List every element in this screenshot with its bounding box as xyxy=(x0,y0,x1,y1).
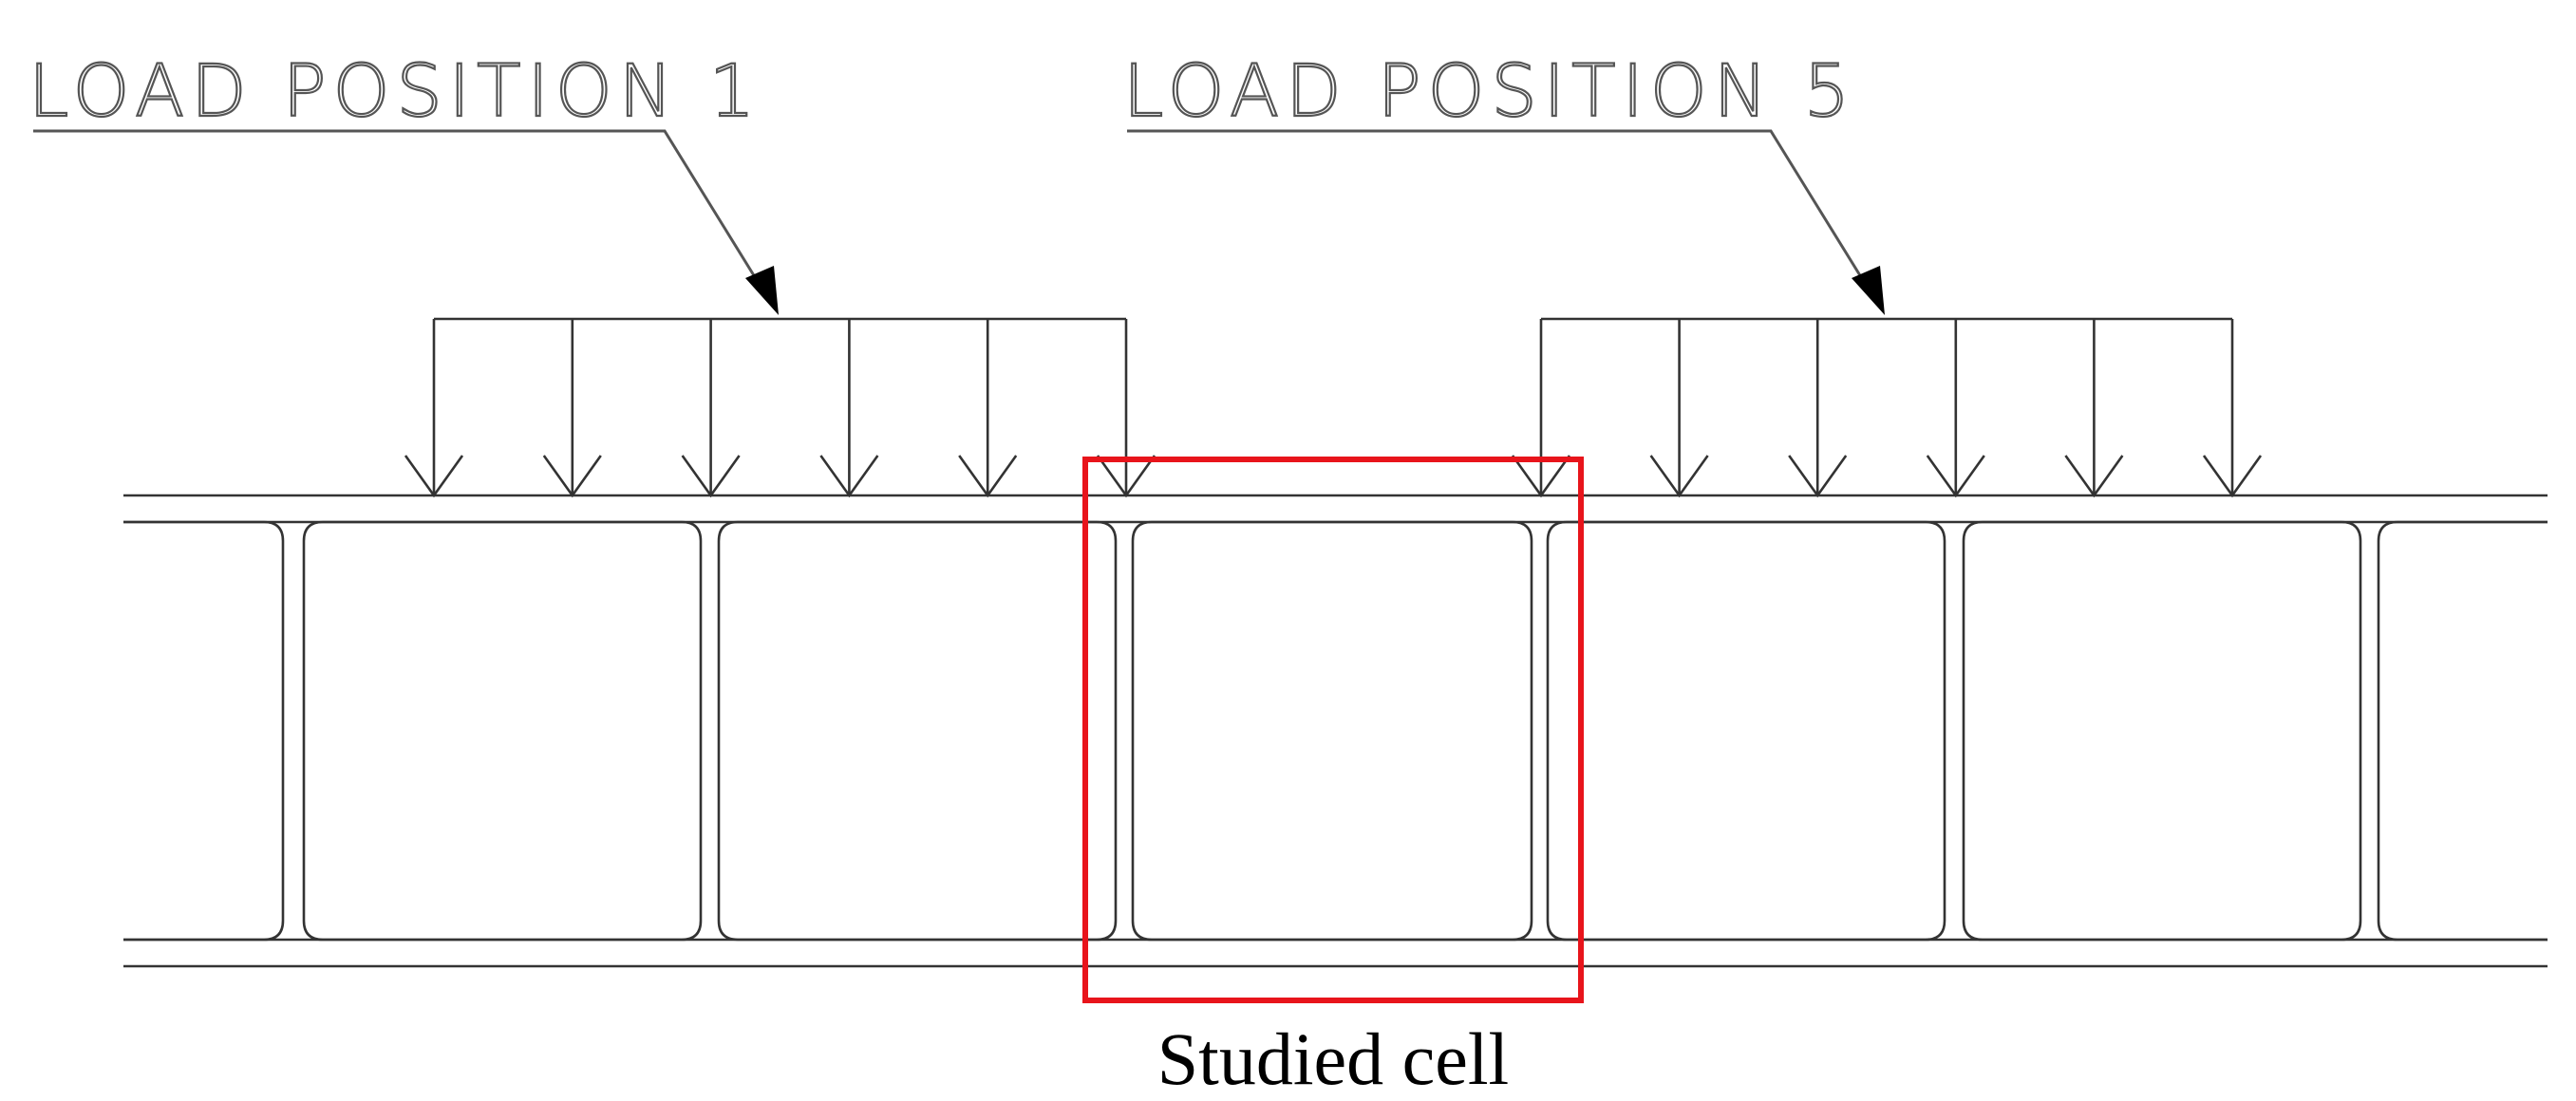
load-position-1-load-arrow xyxy=(1096,319,1156,498)
load-position-1-leader xyxy=(33,129,779,315)
cells xyxy=(123,520,2548,942)
load-position-5-load-arrow xyxy=(1788,319,1848,498)
load-position-5-load-arrow xyxy=(1926,319,1985,498)
cell xyxy=(1546,520,1946,942)
studied-cell-highlight-box xyxy=(1082,457,1584,1003)
load-position-1-load-arrow xyxy=(542,319,602,498)
load-position-5-load-arrow xyxy=(1649,319,1709,498)
load-position-5-load-arrow xyxy=(2202,319,2263,498)
load-position-5-load-arrow xyxy=(1511,319,1571,498)
load-position-1-load-arrow xyxy=(819,319,879,498)
load-position-1-distributed-load xyxy=(404,317,1156,498)
bottom-flange xyxy=(123,938,2548,968)
load-position-5-label: LOAD POSITION 5 xyxy=(1123,48,1856,133)
cell xyxy=(2377,520,2548,942)
load-position-1-load-arrow xyxy=(681,319,741,498)
cell xyxy=(1962,520,2362,942)
load-position-5-distributed-load xyxy=(1511,317,2263,498)
load-position-1-load-arrow xyxy=(958,319,1018,498)
load-position-5-load-arrow xyxy=(2064,319,2124,498)
top-flange xyxy=(123,494,2548,524)
load-position-5-leader xyxy=(1127,129,1885,315)
load-position-1-label: LOAD POSITION 1 xyxy=(28,48,762,133)
studied-cell xyxy=(1131,520,1533,942)
cell xyxy=(302,520,703,942)
studied-cell-caption: Studied cell xyxy=(1157,1017,1509,1100)
load-position-1-load-arrow xyxy=(404,319,464,498)
cell xyxy=(717,520,1118,942)
cell xyxy=(123,520,285,942)
